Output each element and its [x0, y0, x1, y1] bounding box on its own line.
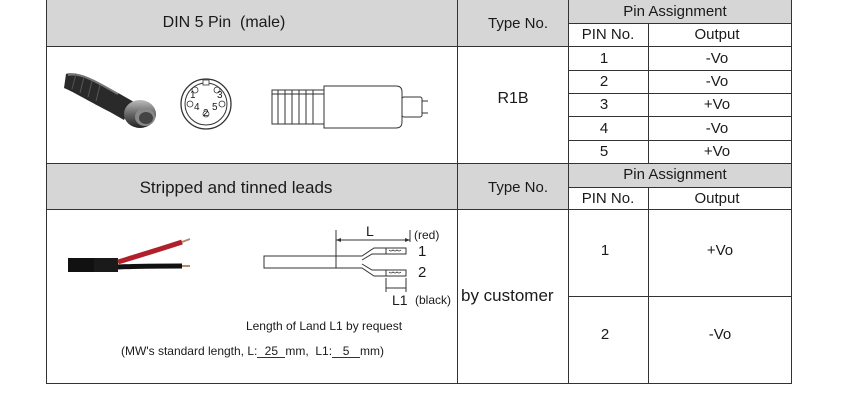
section1-pin-cell: 4 — [599, 120, 609, 137]
wire-color-black-label: (black) — [415, 293, 452, 307]
section1-title: DIN 5 Pin (male) — [162, 14, 286, 31]
grid-line — [46, 46, 792, 47]
wire-color-red-label: (red) — [414, 228, 440, 242]
din-pin-face-diagram — [180, 78, 232, 130]
section1-output-cell: +Vo — [703, 143, 731, 160]
grid-line — [568, 296, 792, 297]
grid-line — [568, 70, 792, 71]
grid-line — [46, 0, 47, 384]
grid-line — [568, 23, 792, 24]
section1-pin-cell: 3 — [599, 96, 609, 113]
section1-output-cell: -Vo — [705, 73, 729, 90]
section1-output-cell: +Vo — [703, 96, 731, 113]
section1-type-header: Type No. — [487, 15, 549, 32]
section1-output-cell: -Vo — [705, 50, 729, 67]
wire-number-1-label: 1 — [418, 243, 427, 260]
grid-line — [791, 0, 792, 384]
section1-output-cell: -Vo — [705, 120, 729, 137]
pin-face-label: 1 — [190, 90, 196, 101]
din-connector-drawing — [271, 85, 428, 129]
pin-face-label: 2 — [203, 108, 209, 119]
note-prefix: (MW's standard length, L: — [121, 344, 258, 358]
dimension-label-L: L — [366, 223, 374, 239]
l1-value: 5 — [332, 345, 361, 358]
grid-line — [46, 383, 792, 384]
section1-pin-cell: 5 — [599, 143, 609, 160]
section2-pin-header-white — [568, 187, 792, 210]
section2-output-cell: +Vo — [706, 242, 734, 259]
section2-output-header: Output — [694, 190, 740, 207]
section1-type-value: R1B — [497, 90, 529, 107]
pin-face-label: 5 — [212, 102, 218, 113]
grid-line — [648, 187, 649, 384]
grid-line — [568, 0, 569, 384]
grid-line — [568, 187, 792, 188]
section2-title: Stripped and tinned leads — [139, 178, 333, 197]
section2-type-value: by customer — [461, 286, 554, 305]
section2-output-cell: -Vo — [708, 326, 732, 343]
grid-line — [457, 0, 458, 384]
section2-pin-cell: 1 — [600, 242, 610, 259]
lead-wires-drawing — [263, 230, 411, 292]
wire-number-2-label: 2 — [418, 264, 427, 281]
note-mid: mm, L1: — [285, 344, 333, 358]
section1-pin-cell: 2 — [599, 73, 609, 90]
section2-pin-assignment-header: Pin Assignment — [623, 166, 727, 183]
grid-line — [46, 163, 792, 164]
section2-pin-no-header: PIN No. — [581, 190, 635, 207]
grid-line — [46, 209, 792, 210]
length-note: Length of Land L1 by request — [245, 319, 403, 333]
section1-output-header: Output — [694, 26, 740, 43]
din-connector-photo — [64, 73, 156, 128]
pin-face-label: 3 — [217, 90, 223, 101]
grid-line — [568, 93, 792, 94]
section1-pin-assignment-header: Pin Assignment — [623, 3, 727, 20]
section1-pin-no-header: PIN No. — [581, 26, 635, 43]
lead-wires-photo — [68, 238, 191, 272]
grid-line — [568, 140, 792, 141]
section1-pin-cell: 1 — [599, 50, 609, 67]
note-suffix: mm) — [360, 344, 385, 358]
section2-pin-cell: 2 — [600, 326, 610, 343]
l-value: 25 — [257, 345, 286, 358]
pin-face-label: 4 — [194, 102, 200, 113]
grid-line — [568, 116, 792, 117]
section2-type-header: Type No. — [487, 179, 549, 196]
section1-pin-header-white — [568, 23, 792, 46]
dimension-label-L1: L1 — [392, 292, 408, 308]
